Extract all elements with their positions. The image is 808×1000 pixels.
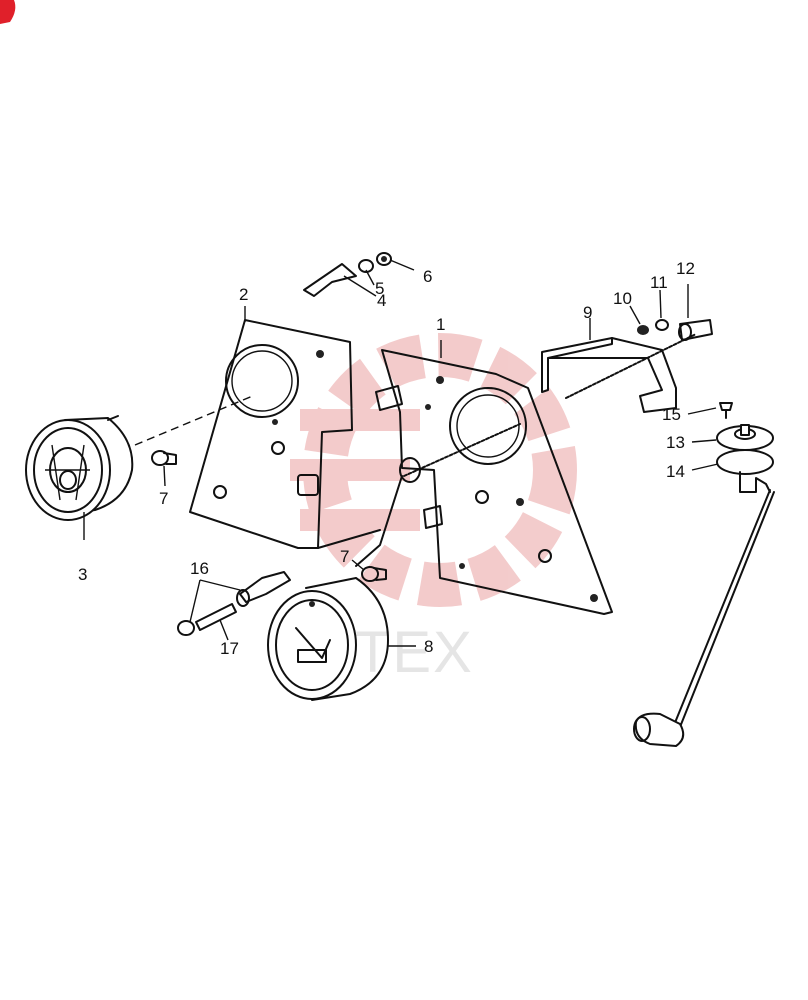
callout-10: 10	[613, 289, 632, 308]
part-7-pin-center	[361, 566, 387, 582]
part-3-gauge	[25, 394, 256, 521]
callout-7-left: 7	[159, 489, 168, 508]
part-10-nut	[637, 325, 649, 335]
part-8-gauge	[267, 577, 389, 701]
callout-13: 13	[666, 433, 685, 452]
leader-lines	[83, 259, 719, 647]
part-6-nut	[376, 252, 392, 266]
part-17-shaft	[195, 603, 237, 631]
callout-9: 9	[583, 303, 592, 322]
callout-4: 4	[377, 291, 386, 310]
part-13-pulley	[716, 424, 774, 451]
callout-11: 11	[650, 273, 668, 292]
callout-17: 17	[220, 639, 239, 658]
callout-1: 1	[436, 315, 445, 334]
part-1-right-plate	[375, 349, 613, 615]
part-7-pin-left	[151, 450, 177, 466]
speedometer-cable	[355, 423, 521, 567]
part-14-pulley	[716, 449, 774, 493]
callout-8: 8	[424, 637, 433, 656]
part-15-screw	[719, 402, 733, 419]
callout-2: 2	[239, 285, 248, 304]
corner-badge-icon	[0, 0, 16, 24]
part-2-left-plate	[189, 319, 381, 549]
part-16-fitting	[177, 571, 291, 636]
part-12-fitting	[678, 319, 713, 341]
callout-5: 5	[375, 279, 384, 298]
callout-12: 12	[676, 259, 695, 278]
part-11-washer	[655, 319, 669, 331]
watermark-text: TEX	[355, 620, 474, 685]
throttle-rod	[633, 489, 775, 747]
part-4-clip	[303, 263, 357, 297]
callout-7-center: 7	[340, 547, 349, 566]
part-5-washer	[358, 259, 374, 273]
callout-16: 16	[190, 559, 209, 578]
callout-3: 3	[78, 565, 87, 584]
callout-6: 6	[423, 267, 432, 286]
callout-14: 14	[666, 462, 685, 481]
part-9-bracket	[541, 333, 697, 413]
callout-numbers: 1 2 3 4 5 6 7 7 8 9 10 11 12 15 13 14 16…	[78, 259, 695, 658]
callout-15: 15	[662, 405, 681, 424]
